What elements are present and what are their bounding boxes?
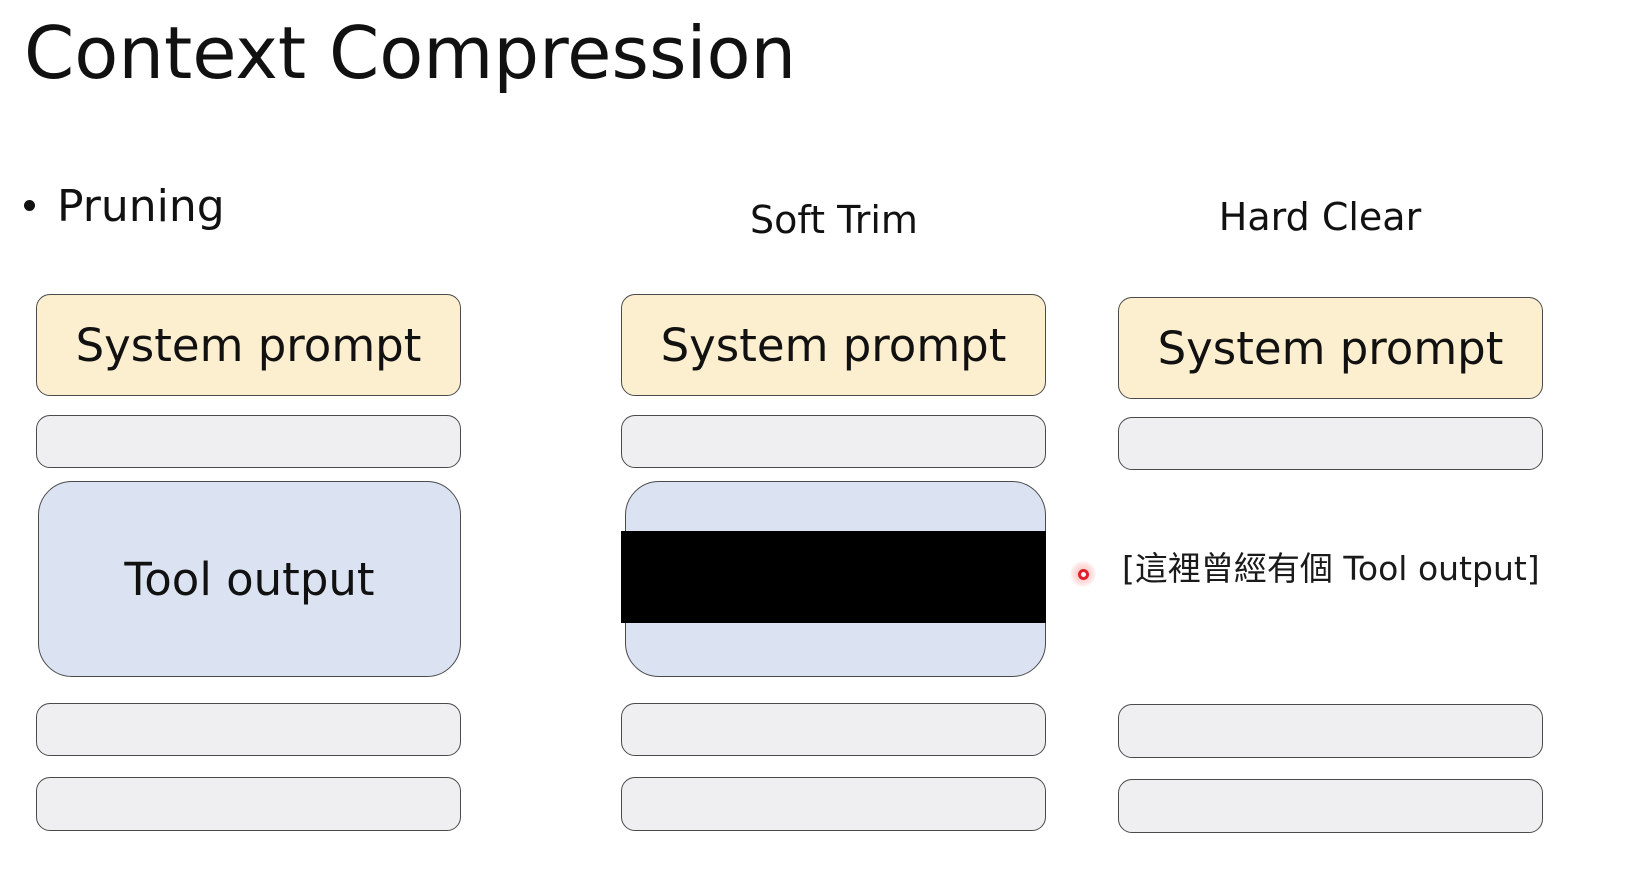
- col3-system-prompt-label: System prompt: [1157, 321, 1504, 375]
- col3-message-block-2: [1118, 704, 1543, 758]
- col3-cleared-placeholder: [這裡曾經有個 Tool output]: [1122, 549, 1540, 588]
- col2-redaction-bar: [621, 531, 1046, 623]
- bullet-dot-icon: [24, 199, 35, 211]
- col2-system-prompt-block: System prompt: [621, 294, 1046, 396]
- col1-tool-output-label: Tool output: [124, 552, 375, 606]
- col2-system-prompt-label: System prompt: [660, 318, 1007, 372]
- col1-message-block-1: [36, 415, 461, 468]
- col1-tool-output-block: Tool output: [38, 481, 461, 677]
- laser-pointer-ring: [1077, 568, 1089, 580]
- bullet-label: Pruning: [57, 181, 225, 232]
- col1-message-block-3: [36, 777, 461, 831]
- heading-soft-trim: Soft Trim: [750, 198, 918, 242]
- heading-hard-clear: Hard Clear: [1218, 195, 1422, 239]
- col2-message-block-1: [621, 415, 1046, 468]
- col3-message-block-1: [1118, 417, 1543, 470]
- col1-system-prompt-block: System prompt: [36, 294, 461, 396]
- slide-title: Context Compression: [24, 11, 797, 95]
- col1-message-block-2: [36, 703, 461, 756]
- col3-message-block-3: [1118, 779, 1543, 833]
- col2-message-block-3: [621, 777, 1046, 831]
- laser-pointer-icon: [1070, 561, 1096, 587]
- bullet-pruning: Pruning: [24, 182, 225, 232]
- col2-message-block-2: [621, 703, 1046, 756]
- col3-system-prompt-block: System prompt: [1118, 297, 1543, 399]
- col1-system-prompt-label: System prompt: [75, 318, 422, 372]
